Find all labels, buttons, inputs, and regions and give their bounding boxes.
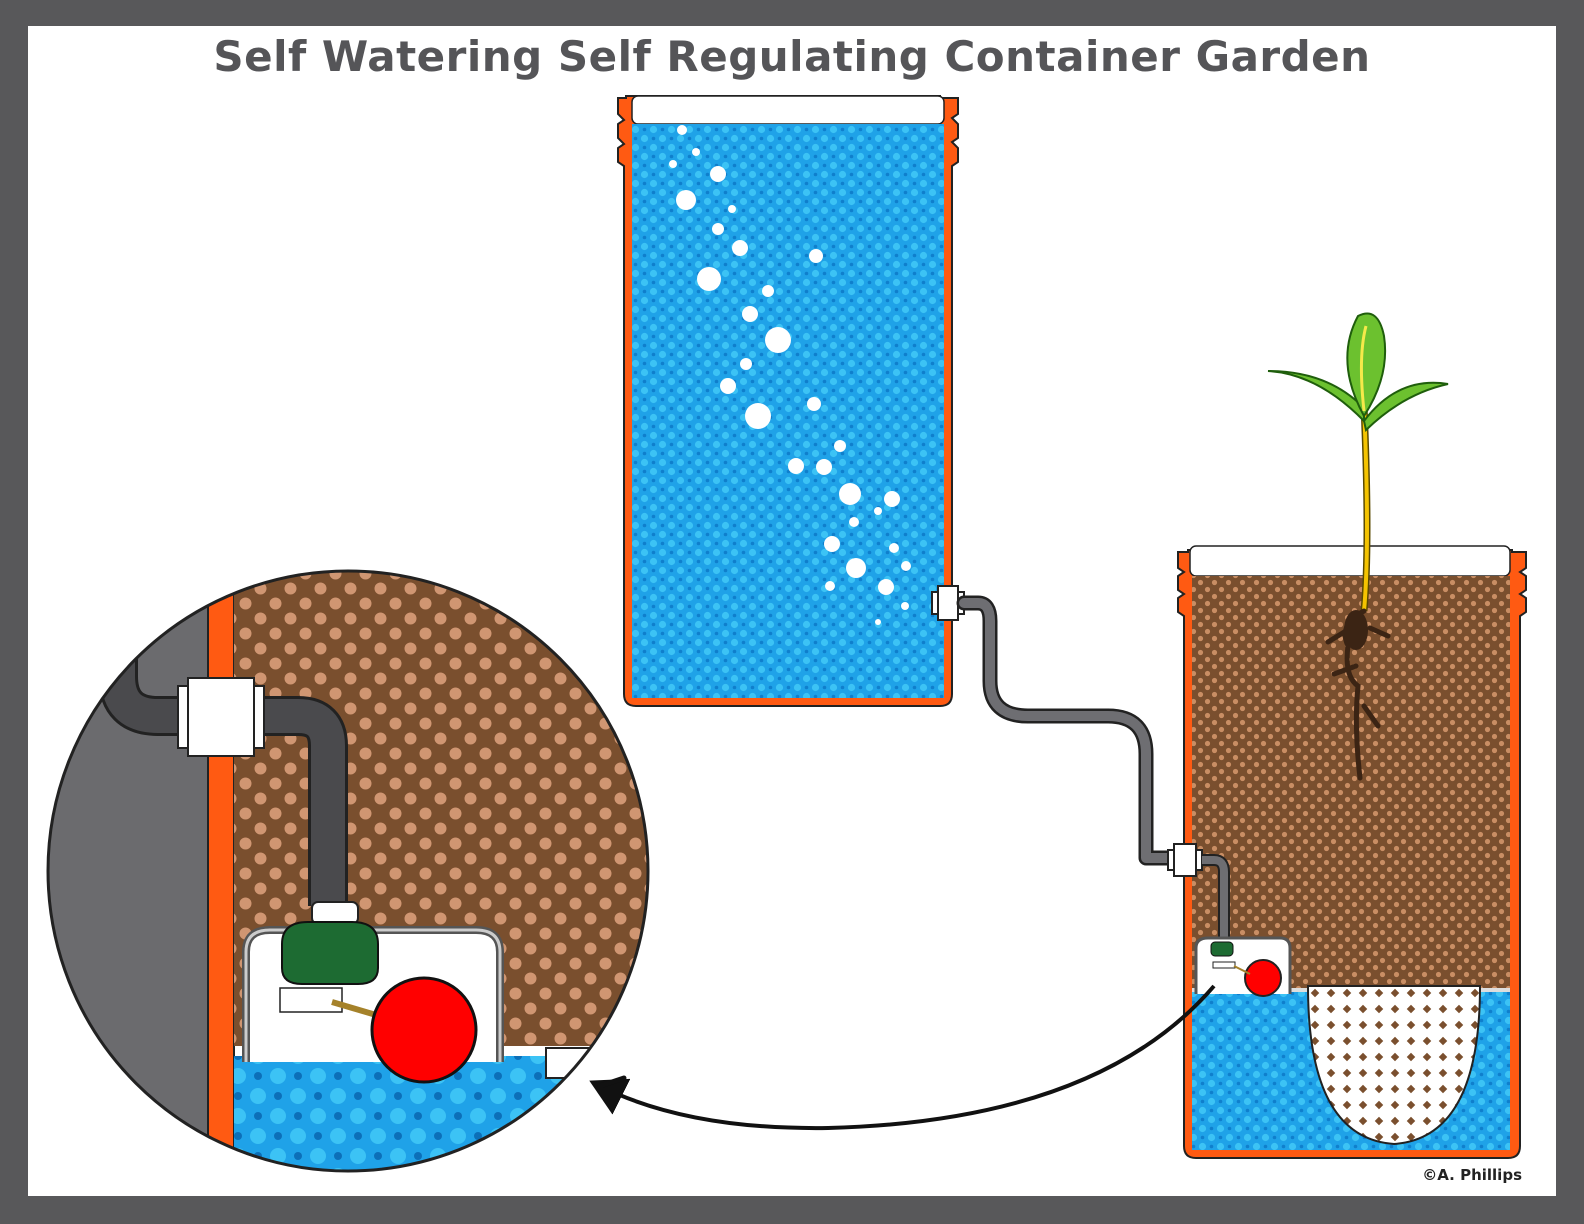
float-valve-assembly xyxy=(1194,936,1292,997)
container-garden-illustration xyxy=(46,95,1527,1173)
curved-arrow-icon xyxy=(597,1075,627,1111)
copyright-credit: ©A. Phillips xyxy=(1422,1166,1522,1184)
float-ball-icon xyxy=(1244,959,1282,997)
reservoir-outlet-fitting xyxy=(931,585,965,621)
curved-arrow-icon xyxy=(589,984,1216,1131)
plant-container xyxy=(1167,312,1527,1159)
wicking-basket xyxy=(1306,985,1482,1146)
diagram-title: Self Watering Self Regulating Container … xyxy=(213,32,1371,81)
container-inlet-fitting xyxy=(1167,843,1230,938)
zoom-detail-circle xyxy=(46,569,650,1173)
diagram-panel: Self Watering Self Regulating Container … xyxy=(28,26,1556,1196)
supply-hose xyxy=(956,595,1184,866)
float-ball-icon xyxy=(370,976,478,1084)
seedling-icon xyxy=(1267,312,1449,781)
pipe-coupling xyxy=(177,677,265,757)
air-bubbles xyxy=(669,125,911,625)
float-valve-icon xyxy=(279,901,401,1025)
water-reservoir xyxy=(617,95,965,707)
